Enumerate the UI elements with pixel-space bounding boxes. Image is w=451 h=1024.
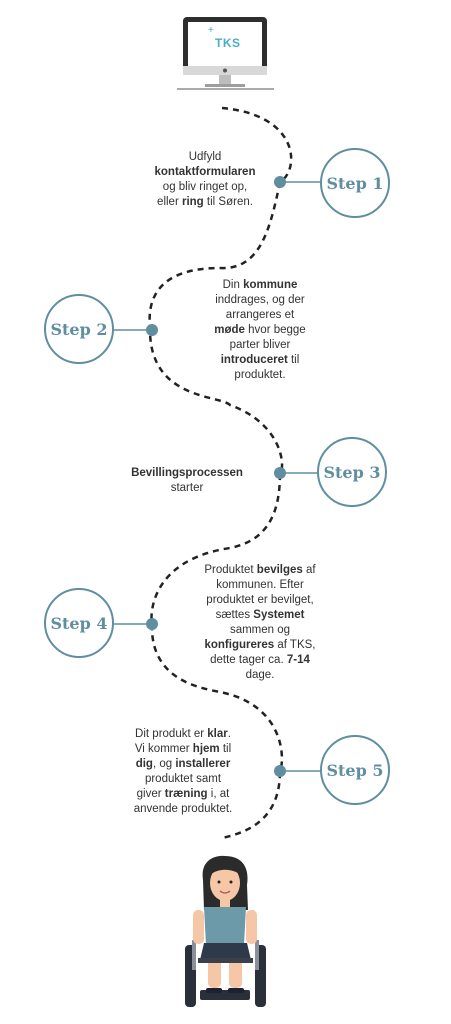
description-line: Vi kommer hjem til — [118, 742, 248, 757]
step-3-circle — [317, 437, 387, 507]
text-segment: Udfyld — [188, 151, 222, 163]
bold-text: bevilges — [256, 564, 303, 576]
tks-logo-text: TKS — [215, 36, 241, 50]
description-line: dig, og installerer — [118, 757, 248, 772]
text-segment: inddrages, og der — [215, 294, 305, 306]
description-line: produktet. — [196, 368, 324, 383]
bold-text: installerer — [175, 758, 231, 770]
description-line: starter — [122, 481, 252, 496]
text-segment: hvor begge — [244, 324, 306, 336]
bold-text: møde — [214, 324, 245, 336]
description-line: arrangeres et — [196, 308, 324, 323]
description-line: konfigureres af TKS, — [190, 638, 330, 653]
step-1-description: Udfyld kontaktformularen og bliv ringet op… — [140, 150, 270, 210]
description-line: inddrages, og der — [196, 293, 324, 308]
text-segment: af — [302, 564, 316, 576]
description-line: sammen og — [190, 623, 330, 638]
bold-text: klar — [207, 728, 228, 740]
text-segment: Din — [222, 279, 244, 291]
step-4-circle — [44, 588, 114, 658]
svg-text:+: + — [208, 25, 214, 36]
bold-text: hjem — [192, 743, 220, 755]
description-line: og bliv ringet op, — [140, 180, 270, 195]
text-segment: produktet samt — [144, 773, 222, 785]
step-5-label: Step 5 — [326, 761, 384, 780]
text-segment: anvende produktet. — [133, 803, 233, 815]
text-segment: dette tager ca. — [210, 654, 287, 666]
description-line: møde hvor begge — [196, 323, 324, 338]
step-3-description: Bevillingsprocessen starter — [122, 466, 252, 496]
text-segment: i, at — [207, 788, 230, 800]
text-segment: parter bliver — [229, 339, 291, 351]
bold-text: Systemet — [253, 609, 305, 621]
description-line: Dit produkt er klar. — [118, 727, 248, 742]
bold-text: ring — [181, 196, 204, 208]
description-line: Bevillingsprocessen — [122, 466, 252, 481]
step-1-circle — [320, 148, 390, 218]
text-segment: dage. — [245, 669, 275, 681]
description-line: kontaktformularen — [140, 165, 270, 180]
description-line: introduceret til — [196, 353, 324, 368]
bold-text: træning — [164, 788, 208, 800]
monitor-icon: + — [177, 17, 274, 90]
text-segment: til — [287, 354, 300, 366]
description-line: Din kommune — [196, 278, 324, 293]
text-segment: og bliv ringet op, — [162, 181, 248, 193]
bold-text: 7-14 — [286, 654, 310, 666]
description-line: produktet er bevilget, — [190, 593, 330, 608]
description-line: Udfyld — [140, 150, 270, 165]
description-line: anvende produktet. — [118, 802, 248, 817]
text-segment: til — [219, 743, 232, 755]
bold-text: kontaktformularen — [154, 166, 256, 178]
step-5-circle — [320, 735, 390, 805]
text-segment: sættes — [215, 609, 254, 621]
bold-text: introduceret — [220, 354, 288, 366]
bold-text: konfigureres — [204, 639, 275, 651]
bold-text: Bevillingsprocessen — [131, 467, 243, 479]
description-line: kommunen. Efter — [190, 578, 330, 593]
step-1-label: Step 1 — [326, 174, 384, 193]
text-segment: til Søren. — [203, 196, 253, 208]
description-line: dette tager ca. 7-14 — [190, 653, 330, 668]
description-line: sættes Systemet — [190, 608, 330, 623]
process-path — [148, 106, 293, 840]
text-segment: Produktet — [204, 564, 257, 576]
description-line: eller ring til Søren. — [140, 195, 270, 210]
description-line: produktet samt — [118, 772, 248, 787]
text-segment: kommunen. Efter — [216, 579, 304, 591]
description-line: parter bliver — [196, 338, 324, 353]
text-segment: . — [227, 728, 231, 740]
text-segment: sammen og — [229, 624, 291, 636]
step-2-circle — [44, 294, 114, 364]
text-segment: produktet. — [234, 369, 286, 381]
description-line: dage. — [190, 668, 330, 683]
text-segment: af TKS, — [274, 639, 316, 651]
text-segment: arrangeres et — [225, 309, 295, 321]
text-segment: Dit produkt er — [135, 728, 208, 740]
step-3-label: Step 3 — [323, 463, 381, 482]
description-line: Produktet bevilges af — [190, 563, 330, 578]
text-segment: Vi kommer — [134, 743, 193, 755]
description-line: giver træning i, at — [118, 787, 248, 802]
bold-text: dig — [135, 758, 153, 770]
text-segment: giver — [136, 788, 165, 800]
text-segment: eller — [157, 196, 182, 208]
text-segment: produktet er bevilget, — [206, 594, 314, 606]
wheelchair-user-illustration — [185, 855, 266, 1007]
step-2-label: Step 2 — [50, 320, 108, 339]
step-4-label: Step 4 — [50, 614, 108, 633]
bold-text: kommune — [243, 279, 298, 291]
text-segment: , og — [152, 758, 176, 770]
text-segment: starter — [170, 482, 204, 494]
